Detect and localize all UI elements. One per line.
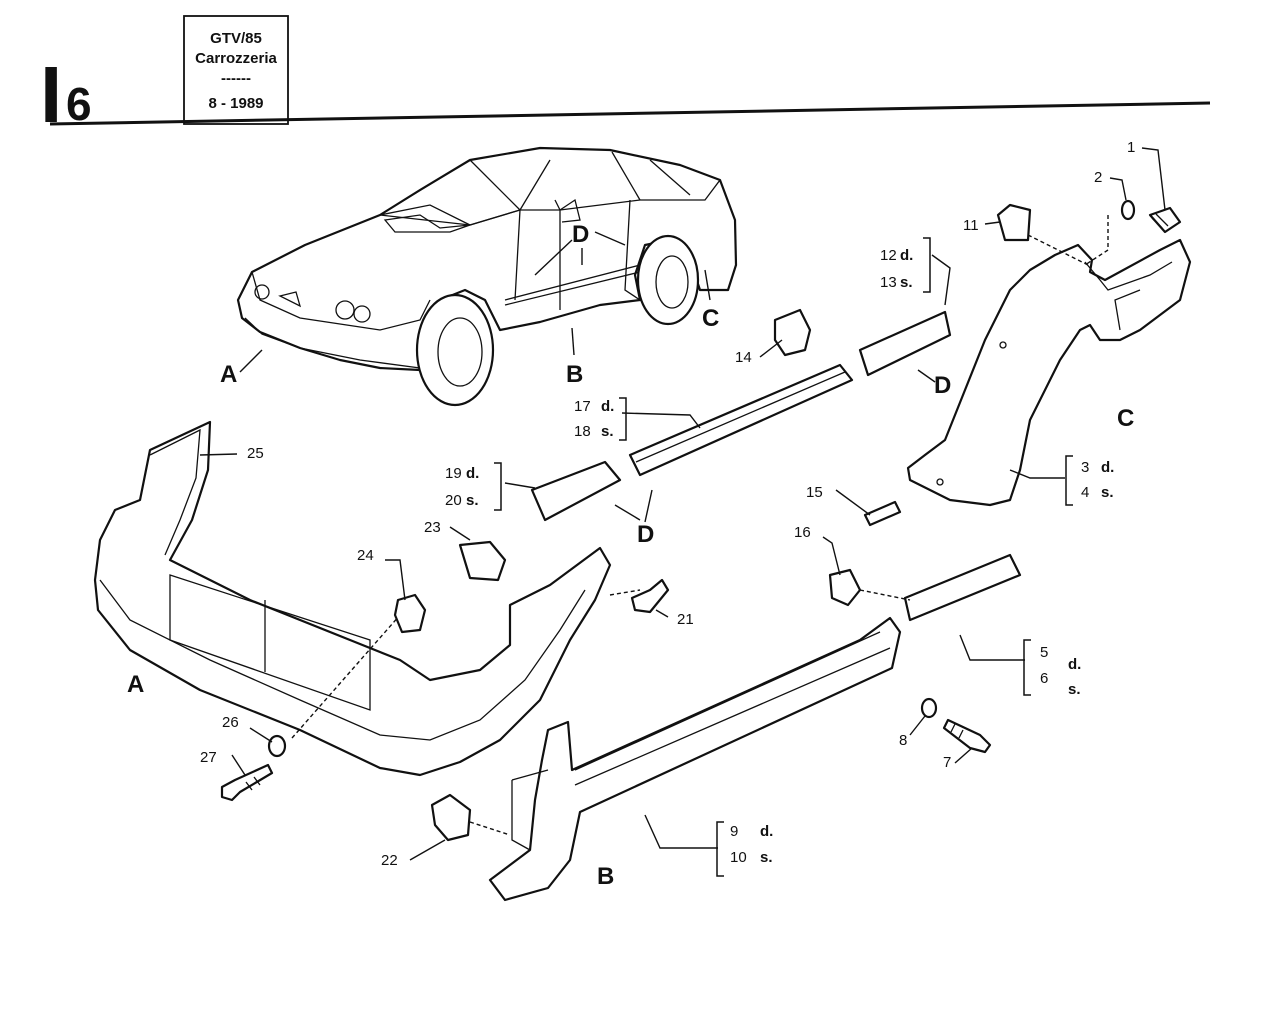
callout-24: 24: [357, 547, 374, 564]
callout-25: 25: [247, 445, 264, 462]
callout-16: 16: [794, 524, 811, 541]
moulding-label-d-lower: D: [637, 521, 654, 548]
moulding-label-d-right: D: [934, 372, 951, 399]
callout-10-side: s.: [760, 849, 773, 866]
car-label-c: C: [702, 305, 719, 332]
callout-13-side: s.: [900, 274, 913, 291]
callout-10: 10: [730, 849, 747, 866]
side-sill-assembly: B: [488, 616, 902, 902]
callout-20: 20: [445, 492, 462, 509]
callout-13: 13: [880, 274, 897, 291]
callout-18: 18: [574, 423, 591, 440]
callout-19-side: d.: [466, 465, 479, 482]
callout-labels: 1 2 3 d. 4 s. 5 d. 6 s. 7 8 9 d. 10 s. 1…: [200, 139, 1135, 869]
callout-15: 15: [806, 484, 823, 501]
section-letter: I: [40, 50, 62, 139]
callout-7: 7: [943, 754, 951, 771]
rear-spat-label-c: C: [1117, 405, 1134, 432]
callout-6: 6: [1040, 670, 1048, 687]
callout-21: 21: [677, 611, 694, 628]
car-overview-illustration: A B C D: [220, 146, 738, 407]
callout-12: 12: [880, 247, 897, 264]
header-box: [183, 15, 289, 125]
rear-spat-assembly: C: [906, 215, 1192, 507]
fasteners: [220, 199, 1182, 842]
car-label-a: A: [220, 361, 237, 388]
car-label-d: D: [572, 221, 589, 248]
section-number: 6: [66, 78, 92, 130]
callout-4: 4: [1081, 484, 1089, 501]
header: I 6 GTV/85 Carrozzeria ------ 8 - 1989: [40, 15, 1211, 139]
callout-9: 9: [730, 823, 738, 840]
callout-17-side: d.: [601, 398, 614, 415]
header-separator: ------: [221, 70, 251, 87]
callout-20-side: s.: [466, 492, 479, 509]
callout-17: 17: [574, 398, 591, 415]
callout-2: 2: [1094, 169, 1102, 186]
car-label-b: B: [566, 361, 583, 388]
callout-23: 23: [424, 519, 441, 536]
front-bumper-assembly: A: [93, 420, 641, 777]
callout-11: 11: [963, 217, 979, 234]
model-code: GTV/85: [210, 30, 262, 47]
sill-label-b: B: [597, 863, 614, 890]
front-bumper-label-a: A: [127, 671, 144, 698]
callout-4-side: s.: [1101, 484, 1114, 501]
callout-5-side: d.: [1068, 656, 1081, 673]
callout-14: 14: [735, 349, 752, 366]
section-subtitle: Carrozzeria: [195, 50, 277, 67]
callout-3: 3: [1081, 459, 1089, 476]
callout-18-side: s.: [601, 423, 614, 440]
edition-date: 8 - 1989: [208, 95, 263, 112]
callout-19: 19: [445, 465, 462, 482]
callout-26: 26: [222, 714, 239, 731]
callout-leaders: [199, 147, 1166, 877]
side-mouldings: D D: [530, 310, 1022, 622]
callout-12-side: d.: [900, 247, 913, 264]
callout-3-side: d.: [1101, 459, 1114, 476]
callout-27: 27: [200, 749, 217, 766]
callout-6-side: s.: [1068, 681, 1081, 698]
callout-5: 5: [1040, 644, 1048, 661]
header-rule: [49, 101, 1211, 126]
callout-22: 22: [381, 852, 398, 869]
callout-1: 1: [1127, 139, 1135, 156]
callout-9-side: d.: [760, 823, 773, 840]
callout-8: 8: [899, 732, 907, 749]
